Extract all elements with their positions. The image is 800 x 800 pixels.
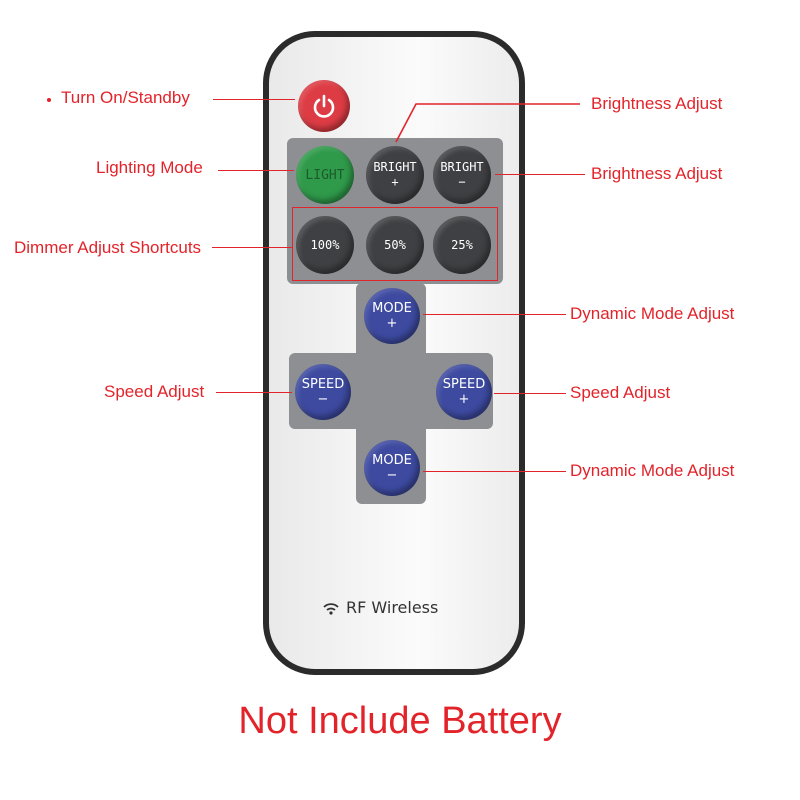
label-speed-adjust-left: Speed Adjust [104,382,205,401]
dimmer-25-label: 25% [451,237,473,252]
leader-line-dynamic-bottom [423,471,566,472]
leader-line-speed-right [494,393,566,394]
brightness-down-button[interactable]: BRIGHT − [433,146,491,204]
label-dimmer-adjust-shortcuts: Dimmer Adjust Shortcuts [14,238,202,257]
leader-line-brightness-top [395,103,580,143]
not-include-battery-note: Not Include Battery [238,700,562,742]
speed-up-sign: + [458,392,470,407]
label-turn-on-standby: Turn On/Standby [61,88,190,107]
leader-line-dimmer [212,247,292,248]
power-icon [313,94,335,118]
speed-up-label: SPEED [442,377,486,392]
brightness-down-label: BRIGHT [440,160,484,174]
mode-up-sign: + [386,316,398,331]
mode-down-button[interactable]: MODE − [364,440,420,496]
speed-down-button[interactable]: SPEED − [295,364,351,420]
leader-dot-turn-on [47,98,51,102]
dimmer-100-label: 100% [310,237,340,252]
leader-line-turn-on [213,99,295,100]
label-speed-adjust-right: Speed Adjust [570,383,671,402]
label-lighting-mode: Lighting Mode [96,158,203,177]
speed-up-button[interactable]: SPEED + [436,364,492,420]
mode-down-label: MODE [372,453,412,468]
mode-up-label: MODE [372,301,412,316]
wireless-signal-icon [323,602,339,615]
light-button-label: LIGHT [305,167,345,183]
mode-down-sign: − [386,468,398,483]
brightness-up-sign: + [391,175,399,189]
rf-wireless-text: RF Wireless [346,598,439,617]
label-dynamic-mode-adjust-bottom: Dynamic Mode Adjust [570,461,735,480]
dimmer-100-button[interactable]: 100% [296,216,354,274]
brightness-up-label: BRIGHT [373,160,417,174]
dimmer-50-button[interactable]: 50% [366,216,424,274]
leader-line-speed-left [216,392,292,393]
light-button[interactable]: LIGHT [296,146,354,204]
brightness-up-button[interactable]: BRIGHT + [366,146,424,204]
speed-down-label: SPEED [301,377,345,392]
dimmer-shortcuts-highlight [292,207,498,281]
label-brightness-adjust-top: Brightness Adjust [591,94,723,113]
mode-up-button[interactable]: MODE + [364,288,420,344]
label-brightness-adjust-second: Brightness Adjust [591,164,723,183]
speed-down-sign: − [317,392,329,407]
leader-line-dynamic-top [423,314,566,315]
leader-line-brightness-second [495,174,585,175]
dimmer-25-button[interactable]: 25% [433,216,491,274]
leader-line-lighting-mode [218,170,294,171]
brightness-down-sign: − [458,175,466,189]
dimmer-50-label: 50% [384,237,406,252]
label-dynamic-mode-adjust-top: Dynamic Mode Adjust [570,304,735,323]
rf-wireless-print: RF Wireless [322,598,472,617]
power-button[interactable] [298,80,350,132]
